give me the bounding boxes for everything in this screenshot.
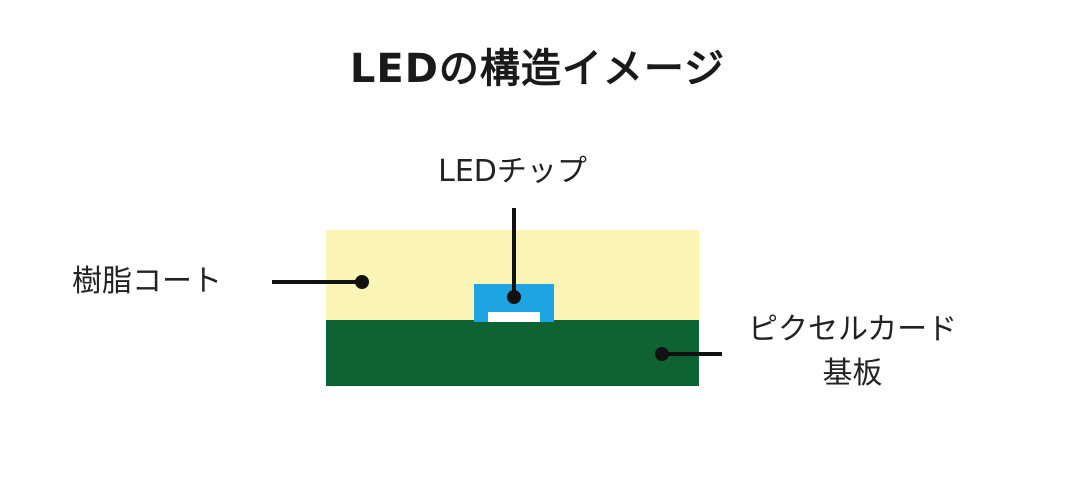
resin-leader-dot <box>355 275 369 289</box>
led-chip-leader-dot <box>507 290 521 304</box>
board-label-line2: 基板 <box>822 356 883 391</box>
board-label-line1: ピクセルカード <box>748 312 958 347</box>
led-chip-right-leg <box>540 310 554 322</box>
board-label: ピクセルカード 基板 <box>748 308 957 396</box>
pixel-card-board <box>326 320 699 386</box>
led-chip-label: LEDチップ <box>438 154 587 189</box>
resin-coat-label: 樹脂コート <box>72 264 222 299</box>
led-chip <box>474 284 554 322</box>
led-chip-left-leg <box>474 310 488 322</box>
diagram-title: LEDの構造イメージ <box>349 46 726 92</box>
board-leader-dot <box>655 347 669 361</box>
led-chip-base <box>488 312 540 322</box>
